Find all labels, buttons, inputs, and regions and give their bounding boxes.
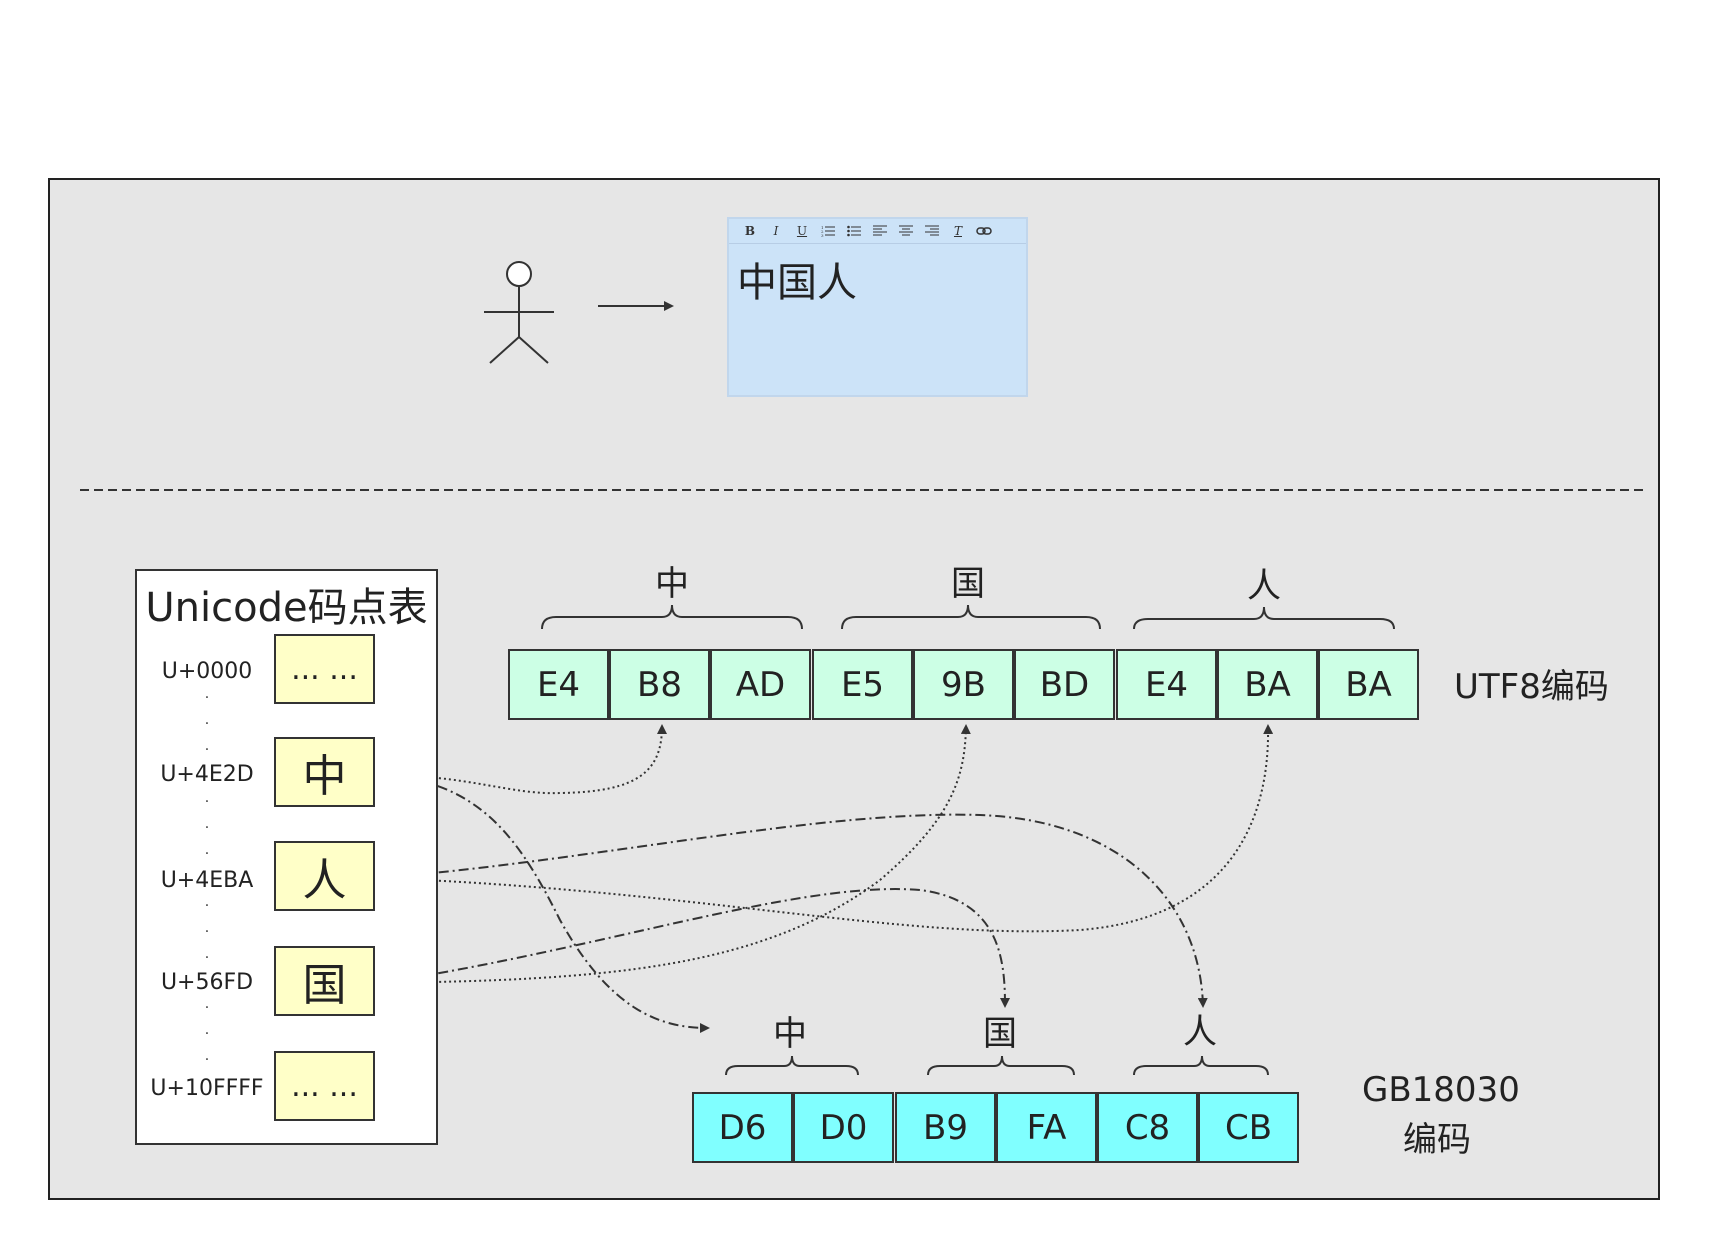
code-point-label: U+10FFFF	[150, 1076, 264, 1101]
ellipsis-dots: ···	[204, 794, 210, 862]
utf8-byte-cell: 9B	[913, 649, 1014, 720]
bold-icon[interactable]: B	[744, 224, 756, 238]
gb-byte-cell: D0	[793, 1092, 894, 1163]
user-figure-icon	[484, 261, 554, 364]
align-right-icon[interactable]	[919, 221, 945, 241]
gb-byte-cell: D6	[692, 1092, 793, 1163]
gb18030-label-suffix: 编码	[1403, 1120, 1471, 1160]
link-guo-gb	[378, 888, 1010, 1008]
link-ren-utf8	[378, 724, 1274, 933]
gb-brace-zhong	[725, 1055, 859, 1076]
utf8-byte-cell: BD	[1014, 649, 1115, 720]
unicode-table: Unicode码点表 U+0000 ... ... ··· U+4E2D 中 ·…	[135, 569, 438, 1145]
code-point-label: U+4E2D	[160, 762, 254, 787]
editor-content[interactable]: 中国人	[737, 260, 857, 306]
gb-brace-ren	[1133, 1055, 1269, 1076]
ellipsis-dots: ···	[204, 898, 210, 966]
link-icon[interactable]	[971, 221, 997, 241]
underline-icon[interactable]: U	[796, 224, 808, 238]
utf8-brace-zhong	[541, 604, 803, 630]
utf8-byte-cell: E4	[1116, 649, 1217, 720]
link-ren-gb	[378, 813, 1208, 1008]
align-center-icon[interactable]	[893, 221, 919, 241]
gb-char-label: 中	[773, 1014, 807, 1054]
code-point-label: U+0000	[161, 659, 253, 684]
utf8-char-label: 国	[951, 564, 985, 604]
link-zhong-gb	[378, 774, 710, 1033]
gb-brace-guo	[927, 1055, 1075, 1076]
utf8-char-label: 人	[1247, 566, 1281, 606]
utf8-byte-cell: AD	[710, 649, 811, 720]
gb-byte-cell: CB	[1198, 1092, 1299, 1163]
utf8-char-label: 中	[655, 564, 689, 604]
clear-format-icon[interactable]: T	[953, 224, 962, 238]
italic-icon[interactable]: I	[773, 224, 779, 238]
utf8-label: UTF8编码	[1454, 667, 1609, 707]
code-point-cell: 人	[274, 841, 375, 911]
svg-text:1: 1	[821, 225, 824, 230]
gb-char-label: 国	[983, 1014, 1017, 1054]
utf8-brace-guo	[841, 604, 1101, 630]
link-zhong-utf8	[378, 724, 667, 795]
code-point-cell: 国	[274, 946, 375, 1016]
svg-text:2: 2	[821, 229, 824, 234]
bullet-list-icon[interactable]	[841, 221, 867, 241]
utf8-byte-cell: B8	[609, 649, 710, 720]
utf8-byte-cell: E4	[508, 649, 609, 720]
ellipsis-dots: ···	[204, 690, 210, 758]
gb-byte-cell: FA	[996, 1092, 1097, 1163]
svg-text:3: 3	[821, 233, 824, 237]
align-left-icon[interactable]	[867, 221, 893, 241]
utf8-brace-ren	[1133, 606, 1395, 630]
code-point-label: U+56FD	[160, 970, 254, 995]
unicode-table-title: Unicode码点表	[145, 585, 428, 631]
utf8-byte-cell: E5	[812, 649, 913, 720]
gb18030-label: GB18030	[1362, 1070, 1520, 1110]
code-point-cell: 中	[274, 737, 375, 807]
code-point-cell: ... ...	[274, 634, 375, 704]
gb-char-label: 人	[1183, 1012, 1217, 1052]
gb-byte-cell: B9	[895, 1092, 996, 1163]
code-point-cell: ... ...	[274, 1051, 375, 1121]
utf8-byte-cell: BA	[1217, 649, 1318, 720]
link-guo-utf8	[378, 724, 971, 984]
ellipsis-dots: ···	[204, 1000, 210, 1068]
utf8-byte-cell: BA	[1318, 649, 1419, 720]
code-point-label: U+4EBA	[160, 868, 254, 893]
gb-byte-cell: C8	[1097, 1092, 1198, 1163]
